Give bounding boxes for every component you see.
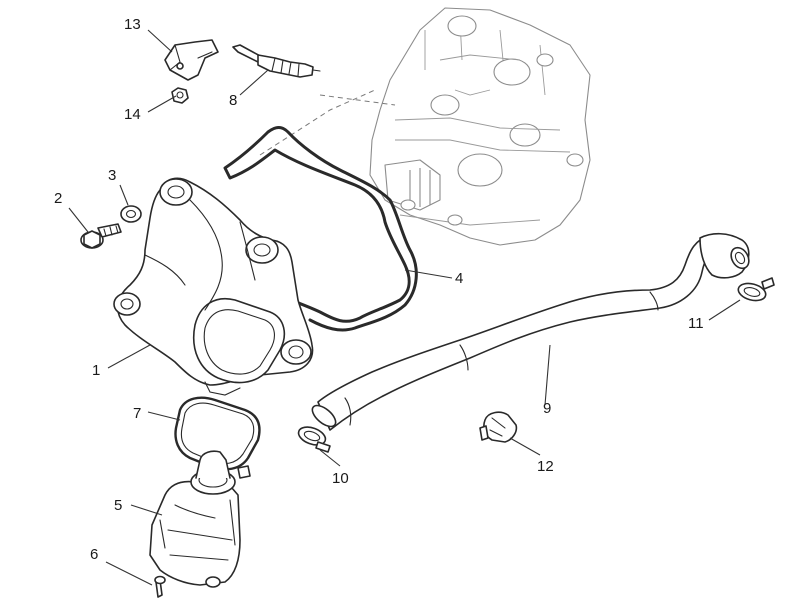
valve-cover-part bbox=[113, 177, 314, 396]
oil-separator-part bbox=[149, 450, 251, 588]
callouts: 13 14 8 2 3 4 1 7 5 6 9 10 11 12 bbox=[54, 16, 704, 563]
callout-11: 11 bbox=[688, 315, 704, 332]
callout-1: 1 bbox=[92, 362, 100, 379]
callout-8: 8 bbox=[229, 92, 237, 109]
callout-5: 5 bbox=[114, 497, 122, 514]
callout-9: 9 bbox=[543, 400, 551, 417]
callout-13: 13 bbox=[124, 16, 141, 33]
callout-7: 7 bbox=[133, 405, 141, 422]
hose-part bbox=[311, 232, 750, 431]
hose-clamp-part bbox=[737, 277, 775, 302]
alignment-line bbox=[319, 94, 396, 106]
callout-4: 4 bbox=[455, 270, 463, 287]
callout-6: 6 bbox=[90, 546, 98, 563]
nut-part bbox=[171, 87, 189, 104]
callout-3: 3 bbox=[108, 167, 116, 184]
bracket-part bbox=[164, 39, 219, 81]
leader-lines bbox=[68, 29, 741, 586]
spark-plug-part bbox=[232, 44, 321, 78]
screw-part bbox=[154, 575, 166, 598]
hose-clip-part bbox=[479, 411, 518, 443]
hose-clamp-part bbox=[297, 426, 331, 453]
washer-part bbox=[120, 205, 142, 223]
cylinder-head-drawing bbox=[369, 7, 591, 246]
bolt-part bbox=[80, 223, 122, 249]
callout-14: 14 bbox=[124, 106, 141, 123]
callout-12: 12 bbox=[537, 458, 554, 475]
alignment-line bbox=[259, 89, 376, 156]
seal-part bbox=[174, 396, 261, 471]
callout-2: 2 bbox=[54, 190, 62, 207]
callout-10: 10 bbox=[332, 470, 349, 487]
gasket-part bbox=[223, 126, 418, 332]
